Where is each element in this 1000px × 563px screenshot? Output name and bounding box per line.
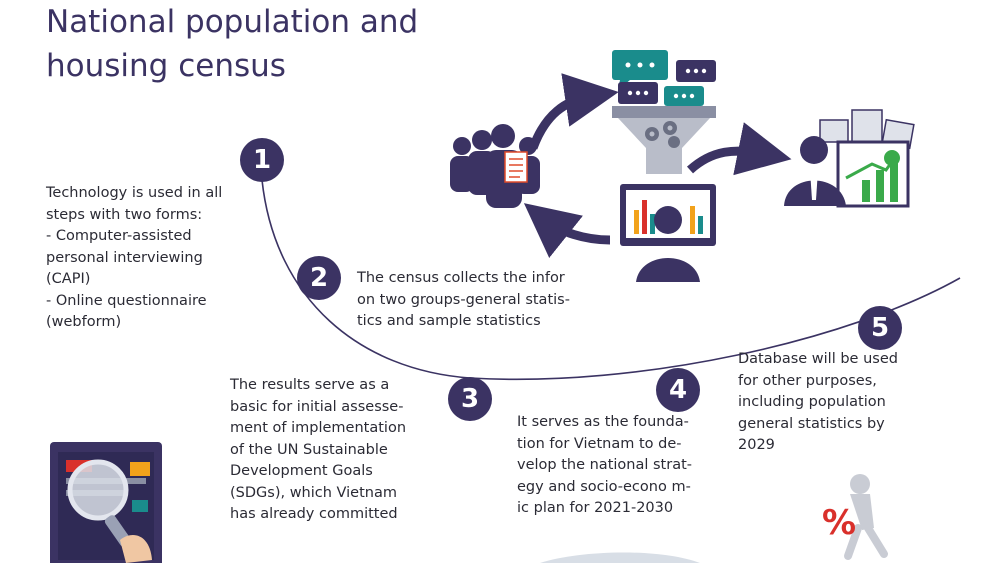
step-1-text: Technology is used in all steps with two… — [46, 185, 223, 330]
svg-text:%: % — [822, 503, 856, 543]
step-2-badge: 2 — [297, 256, 341, 300]
step-5-text: Database will be used for other purposes… — [738, 351, 898, 453]
step-2-text: The census collects the infor on two gro… — [357, 270, 570, 329]
title-line-1: National population and — [46, 4, 419, 40]
step-4-text: It serves as the founda- tion for Vietna… — [517, 414, 692, 516]
step-3-text: The results serve as a basic for initial… — [230, 377, 407, 522]
step-5-badge: 5 — [858, 306, 902, 350]
title-line-2: housing census — [46, 48, 286, 84]
page-title: National population and housing census — [46, 0, 466, 88]
step-3-badge: 3 — [448, 377, 492, 421]
step-4-badge: 4 — [656, 368, 700, 412]
step-1-badge: 1 — [240, 138, 284, 182]
